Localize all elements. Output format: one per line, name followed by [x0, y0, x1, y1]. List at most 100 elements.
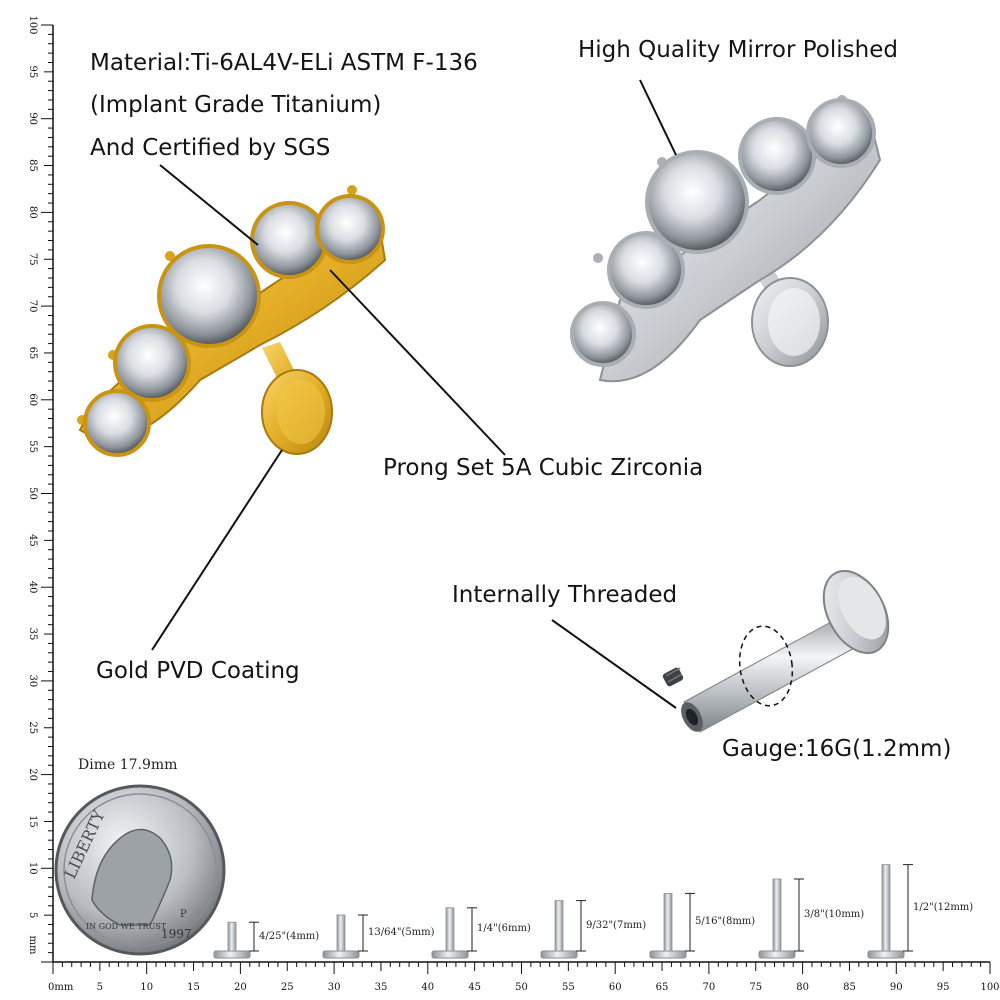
- gem: [250, 201, 328, 279]
- ruler-tick-label: 10: [27, 862, 38, 875]
- post-disc: [322, 950, 360, 959]
- ruler-tick-label: 15: [27, 815, 38, 828]
- post-shaft: [227, 921, 237, 952]
- post-shaft: [336, 914, 346, 952]
- post-length-item: [758, 878, 804, 959]
- gem: [607, 231, 685, 309]
- ruler-tick-label: 50: [515, 982, 528, 993]
- post-length-item: [649, 892, 695, 959]
- dime-coin: LIBERTY IN GOD WE TRUST P 1997: [54, 784, 226, 956]
- gem: [738, 117, 816, 195]
- post-length-label: 4/25"(4mm): [259, 930, 320, 942]
- gem: [157, 244, 261, 348]
- ruler-tick-label: 35: [375, 982, 388, 993]
- ruler-tick-label: 75: [749, 982, 762, 993]
- ruler-tick-label: 15: [187, 982, 200, 993]
- ruler-tick-label: 60: [609, 982, 622, 993]
- ruler-tick-label: 70: [703, 982, 716, 993]
- gem: [83, 389, 151, 457]
- certified-label: And Certified by SGS: [90, 135, 331, 161]
- post-disc: [431, 950, 469, 959]
- post-shaft: [881, 864, 891, 952]
- ruler-tick-label: 65: [656, 982, 669, 993]
- post-length-label: 1/4"(6mm): [477, 923, 531, 935]
- ruler-tick-label: 90: [890, 982, 903, 993]
- ruler-tick-label: 25: [281, 982, 294, 993]
- ruler-tick-label: 30: [328, 982, 341, 993]
- coin-mint-mark: P: [180, 909, 187, 920]
- material-implant-grade-label: (Implant Grade Titanium): [90, 92, 382, 118]
- gem: [113, 324, 191, 402]
- prong-set-label: Prong Set 5A Cubic Zirconia: [383, 455, 704, 481]
- post-length-item: [431, 907, 477, 959]
- ruler-tick-label: 45: [27, 534, 38, 547]
- leader-lines: [151, 79, 677, 709]
- post-length-item: [867, 864, 913, 959]
- ruler-tick-label: 100: [27, 15, 38, 34]
- ruler-tick-label: 95: [937, 982, 950, 993]
- ruler-tick-label: 40: [27, 581, 38, 594]
- gem: [645, 150, 749, 254]
- ruler-tick-label: 85: [843, 982, 856, 993]
- gem: [806, 98, 876, 168]
- post-length-item: [322, 914, 368, 959]
- material-label: Material:Ti-6AL4V-ELi ASTM F-136: [90, 50, 478, 76]
- post-length-label: 13/64"(5mm): [368, 927, 435, 938]
- ruler-tick-label: 90: [27, 112, 38, 125]
- ruler-tick-label: 85: [27, 159, 38, 172]
- ruler-unit-label: mm: [27, 936, 38, 955]
- threaded-post: [662, 569, 890, 733]
- silver-curved-barbell: [570, 95, 882, 383]
- ruler-tick-label: 70: [27, 300, 38, 313]
- post-length-item: [213, 921, 259, 959]
- coin-motto-text: IN GOD WE TRUST: [86, 922, 167, 931]
- ruler-tick-label: 60: [27, 393, 38, 406]
- ruler-tick-label: 20: [234, 982, 247, 993]
- ruler-tick-label: 45: [468, 982, 481, 993]
- ruler-tick-label: 10: [140, 982, 153, 993]
- ruler-tick-label: 20: [27, 768, 38, 781]
- post-length-label: 1/2"(12mm): [913, 901, 974, 913]
- gem: [570, 301, 636, 367]
- ruler-tick-label: 40: [421, 982, 434, 993]
- ruler-tick-label: 30: [27, 675, 38, 688]
- gem: [315, 194, 385, 264]
- ruler-tick-label: 75: [27, 253, 38, 266]
- ruler-left: mm 5 10 15 20 25 30 35 40 45 50 55 60 65 70 75 80 85 90 95 1…: [27, 15, 54, 963]
- post-shaft: [554, 900, 564, 952]
- post-shaft: [663, 893, 673, 952]
- ruler-tick-label: 95: [27, 65, 38, 78]
- ruler-tick-label: 100: [980, 982, 999, 993]
- ruler-tick-label: 80: [796, 982, 809, 993]
- mirror-polished-label: High Quality Mirror Polished: [578, 37, 898, 63]
- post-disc: [213, 950, 251, 959]
- gauge-label: Gauge:16G(1.2mm): [722, 736, 952, 762]
- ruler-tick-label: 80: [27, 206, 38, 219]
- ruler-tick-label: 65: [27, 347, 38, 360]
- post-disc: [649, 950, 687, 959]
- post-length-item: [540, 900, 586, 959]
- post-disc: [758, 950, 796, 959]
- post-shaft: [445, 907, 455, 952]
- post-length-label: 9/32"(7mm): [586, 919, 647, 931]
- post-disc: [540, 950, 578, 959]
- ruler-tick-label: 5: [97, 982, 103, 993]
- dime-size-label: Dime 17.9mm: [78, 757, 178, 773]
- post-length-label: 3/8"(10mm): [804, 909, 865, 920]
- ruler-tick-label: 35: [27, 628, 38, 641]
- gold-curved-barbell: [77, 185, 387, 457]
- internally-threaded-label: Internally Threaded: [452, 582, 678, 608]
- ruler-tick-label: 5: [27, 912, 38, 918]
- post-shaft: [772, 878, 782, 952]
- ruler-tick-label: 50: [27, 487, 38, 500]
- post-disc: [867, 950, 905, 959]
- ruler-tick-label: 25: [27, 721, 38, 734]
- coin-year-text: 1997: [161, 927, 192, 941]
- post-length-label: 5/16"(8mm): [695, 916, 756, 928]
- ruler-start-label: 0mm: [48, 982, 74, 993]
- ruler-tick-label: 55: [562, 982, 575, 993]
- ruler-tick-label: 55: [27, 440, 38, 453]
- gold-pvd-label: Gold PVD Coating: [96, 658, 300, 684]
- post-length-chart: [213, 864, 913, 959]
